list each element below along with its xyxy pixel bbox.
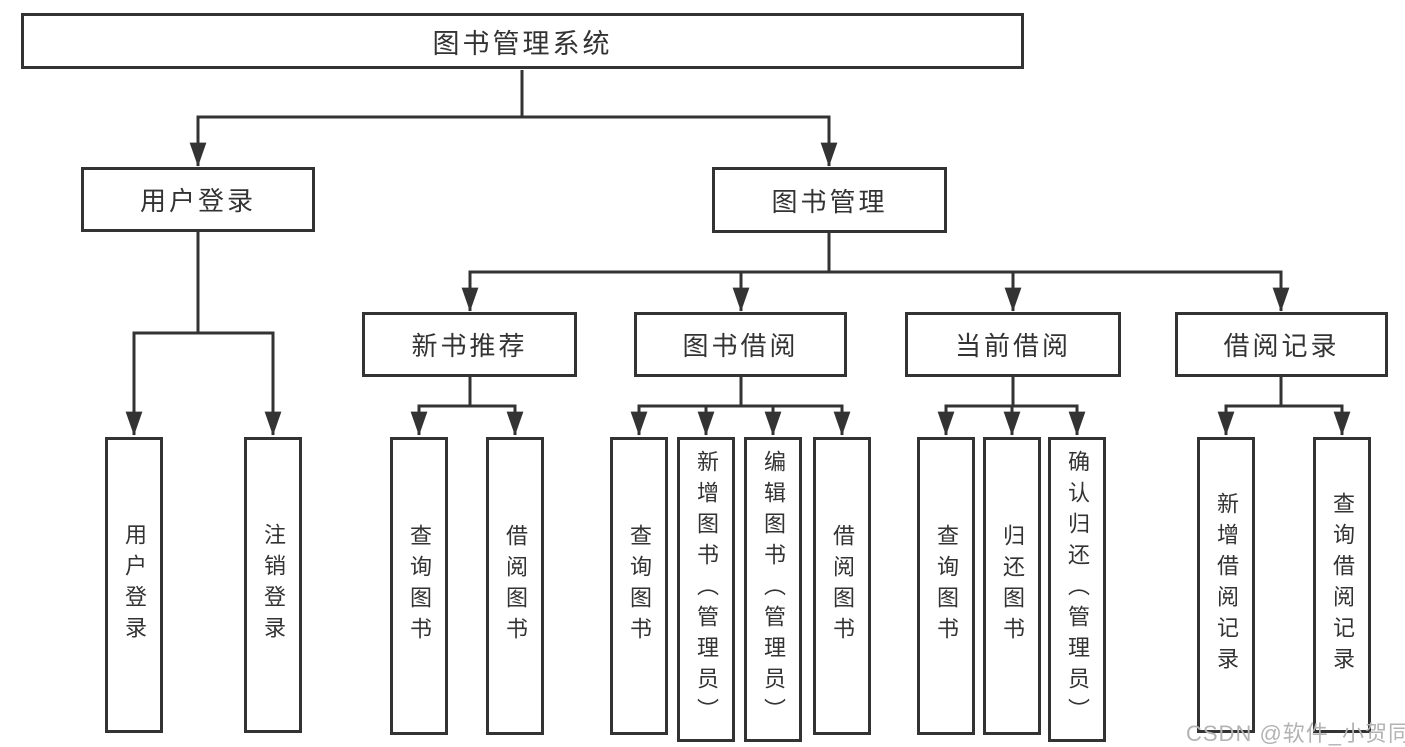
leaf-br-add-record: 新增借阅记录 xyxy=(1197,437,1255,733)
leaf-bb-add-book-admin: 新增图书（管理员） xyxy=(677,437,735,742)
node-book-borrow: 图书借阅 xyxy=(634,312,847,377)
leaf-user-login-label: 用户登录 xyxy=(122,523,147,647)
node-book-borrow-label: 图书借阅 xyxy=(682,331,799,361)
leaf-br-query-record: 查询借阅记录 xyxy=(1313,437,1371,733)
leaf-logout: 注销登录 xyxy=(244,437,302,733)
leaf-bb-query-book: 查询图书 xyxy=(610,437,668,735)
leaf-bb-borrow-book: 借阅图书 xyxy=(813,437,871,735)
node-borrow-record: 借阅记录 xyxy=(1175,312,1388,377)
leaf-cb-query-book: 查询图书 xyxy=(917,437,975,735)
node-borrow-record-label: 借阅记录 xyxy=(1223,331,1340,361)
leaf-logout-label: 注销登录 xyxy=(261,523,286,647)
node-root: 图书管理系统 xyxy=(21,13,1024,69)
leaf-cb-confirm-return-admin-label: 确认归还（管理员） xyxy=(1065,450,1090,729)
leaf-bb-add-book-admin-label: 新增图书（管理员） xyxy=(694,450,719,729)
leaf-bb-edit-book-admin: 编辑图书（管理员） xyxy=(744,437,802,742)
leaf-cb-query-book-label: 查询图书 xyxy=(934,524,959,648)
leaf-nbr-query-book-label: 查询图书 xyxy=(407,524,432,648)
leaf-bb-edit-book-admin-label: 编辑图书（管理员） xyxy=(761,450,786,729)
leaf-nbr-borrow-book-label: 借阅图书 xyxy=(503,524,528,648)
node-book-management: 图书管理 xyxy=(712,167,947,233)
leaf-cb-return-book-label: 归还图书 xyxy=(1000,524,1025,648)
watermark: CSDN @软件_小贺同学 xyxy=(1186,721,1405,746)
node-current-borrow-label: 当前借阅 xyxy=(954,331,1071,361)
leaf-nbr-query-book: 查询图书 xyxy=(390,437,448,735)
leaf-br-query-record-label: 查询借阅记录 xyxy=(1330,492,1355,678)
leaf-cb-return-book: 归还图书 xyxy=(983,437,1041,735)
leaf-nbr-borrow-book: 借阅图书 xyxy=(486,437,544,735)
leaf-br-add-record-label: 新增借阅记录 xyxy=(1214,492,1239,678)
leaf-user-login: 用户登录 xyxy=(105,437,163,733)
node-current-borrow: 当前借阅 xyxy=(905,312,1121,377)
node-user-login-label: 用户登录 xyxy=(139,186,256,216)
node-new-book-recommend: 新书推荐 xyxy=(362,312,577,377)
node-book-management-label: 图书管理 xyxy=(771,186,888,217)
node-root-label: 图书管理系统 xyxy=(432,28,613,59)
node-new-book-recommend-label: 新书推荐 xyxy=(411,331,528,361)
node-user-login: 用户登录 xyxy=(81,167,315,232)
leaf-bb-borrow-book-label: 借阅图书 xyxy=(830,524,855,648)
leaf-bb-query-book-label: 查询图书 xyxy=(627,524,652,648)
leaf-cb-confirm-return-admin: 确认归还（管理员） xyxy=(1048,437,1106,742)
